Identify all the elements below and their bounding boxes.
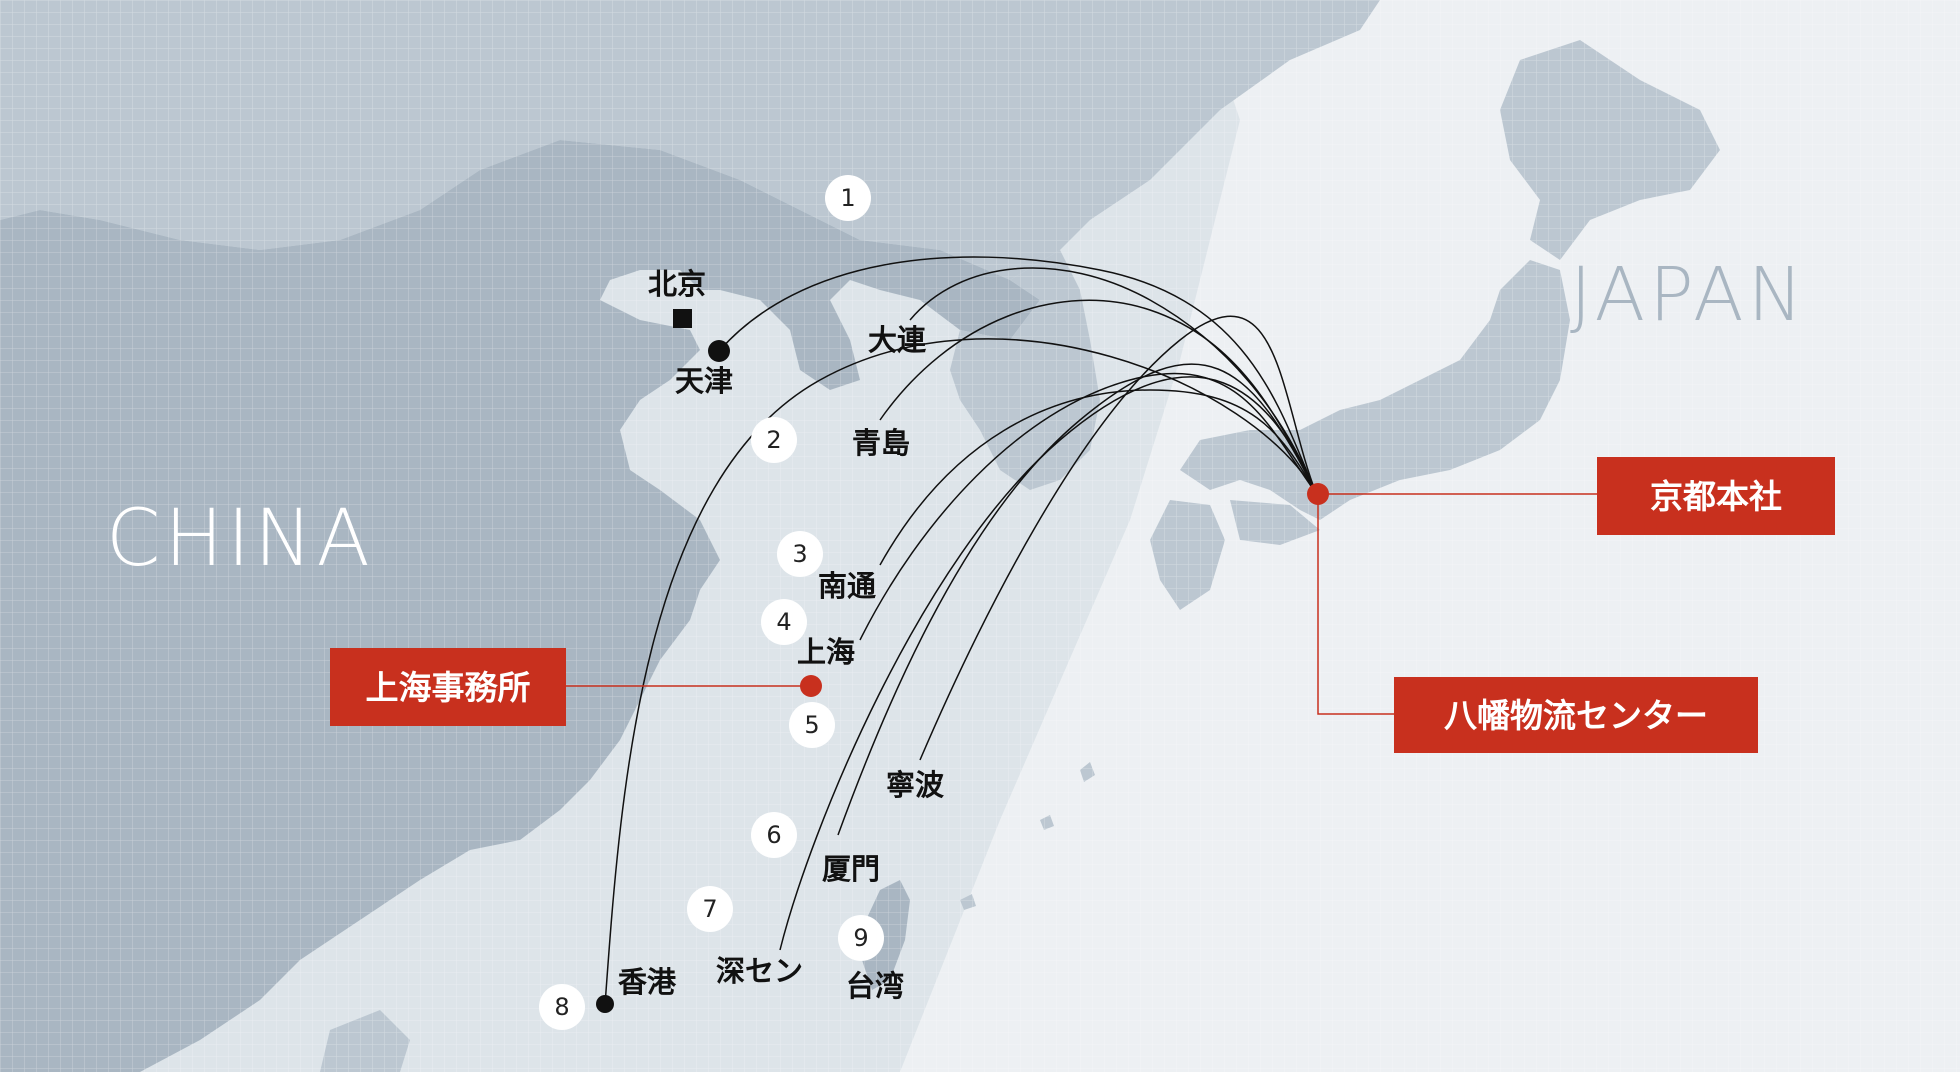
route-marker-7: 7 [687,886,733,932]
city-label-beijing: 北京 [648,267,707,301]
office-tag-yawata-center: 八幡物流センター [1394,677,1758,753]
route-qingdao [879,299,1317,494]
hongkong-dot [596,995,614,1013]
route-marker-2: 2 [751,417,797,463]
route-tianjin [719,256,1317,494]
route-xiamen [837,363,1317,836]
route-shanghai [859,372,1317,641]
route-hongkong [604,338,1317,1006]
shanghai-office-dot [800,675,822,697]
office-tag-shanghai: 上海事務所 [330,648,566,726]
kyoto-dot [1307,483,1329,505]
route-marker-3: 3 [777,531,823,577]
city-label-shenzhen: 深セン [716,954,804,988]
country-label-japan: JAPAN [1570,252,1808,338]
route-marker-4: 4 [761,599,807,645]
route-marker-8: 8 [539,984,585,1030]
city-label-hongkong: 香港 [618,965,677,999]
route-ningbo [919,315,1317,761]
tianjin-dot [708,340,730,362]
city-label-shanghai: 上海 [797,635,856,669]
office-tag-kyoto-hq: 京都本社 [1597,457,1835,535]
route-marker-1: 1 [825,175,871,221]
route-marker-5: 5 [789,702,835,748]
country-label-china: CHINA [106,494,374,584]
route-lines [604,256,1317,1006]
city-label-nantong: 南通 [818,569,877,603]
city-label-qingdao: 青島 [852,426,911,460]
route-marker-9: 9 [838,915,884,961]
city-label-dalian: 大連 [868,323,927,357]
city-label-ningbo: 寧波 [886,768,945,802]
city-label-taiwan: 台湾 [846,969,905,1003]
city-label-xiamen: 厦門 [822,852,881,886]
beijing-marker [673,309,692,328]
city-label-tianjin: 天津 [675,364,734,398]
leader-yawata [1317,494,1394,715]
route-marker-6: 6 [751,812,797,858]
route-shenzhen [779,376,1317,951]
office-leaders [566,493,1598,715]
